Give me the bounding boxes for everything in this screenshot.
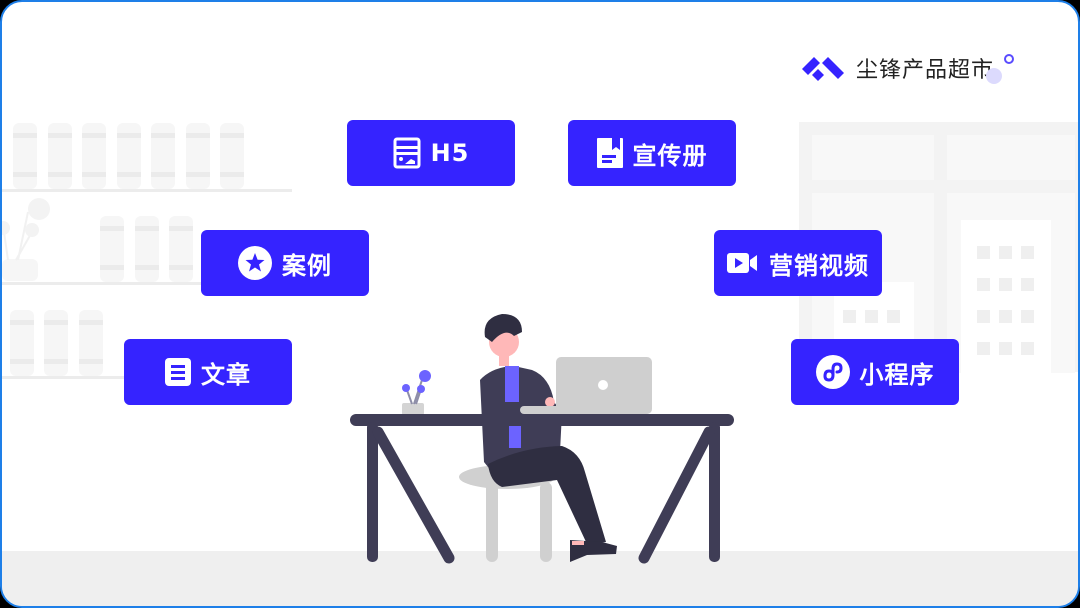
video-camera-icon bbox=[727, 253, 757, 273]
tag-button-brochure[interactable]: 宣传册 bbox=[568, 120, 736, 186]
tag-label: 案例 bbox=[282, 251, 332, 280]
brand-logo: 尘锋产品超市 bbox=[800, 52, 994, 84]
brand-name: 尘锋产品超市 bbox=[856, 58, 995, 83]
tag-button-marketing-video[interactable]: 营销视频 bbox=[714, 230, 882, 296]
logo-dot-decor bbox=[1004, 54, 1014, 64]
tag-label: 小程序 bbox=[859, 360, 935, 389]
tag-button-case[interactable]: 案例 bbox=[201, 230, 369, 296]
h5-page-icon bbox=[393, 137, 421, 169]
plant-decor-icon bbox=[2, 198, 50, 281]
star-circle-icon bbox=[238, 246, 272, 280]
tag-label: 营销视频 bbox=[769, 251, 869, 280]
tag-button-article[interactable]: 文章 bbox=[124, 339, 292, 405]
tag-button-h5[interactable]: H5 bbox=[347, 120, 515, 186]
tag-label: 文章 bbox=[201, 360, 251, 389]
tag-button-mini-program[interactable]: 小程序 bbox=[791, 339, 959, 405]
brochure-bookmark-icon bbox=[596, 138, 623, 168]
tag-label: H5 bbox=[430, 139, 470, 167]
mini-program-icon bbox=[815, 355, 850, 389]
document-lines-icon bbox=[165, 358, 191, 386]
double-chevron-logo-icon bbox=[802, 57, 844, 81]
tag-label: 宣传册 bbox=[632, 141, 708, 170]
logo-dot-decor bbox=[986, 68, 1002, 84]
floor bbox=[2, 551, 1078, 606]
